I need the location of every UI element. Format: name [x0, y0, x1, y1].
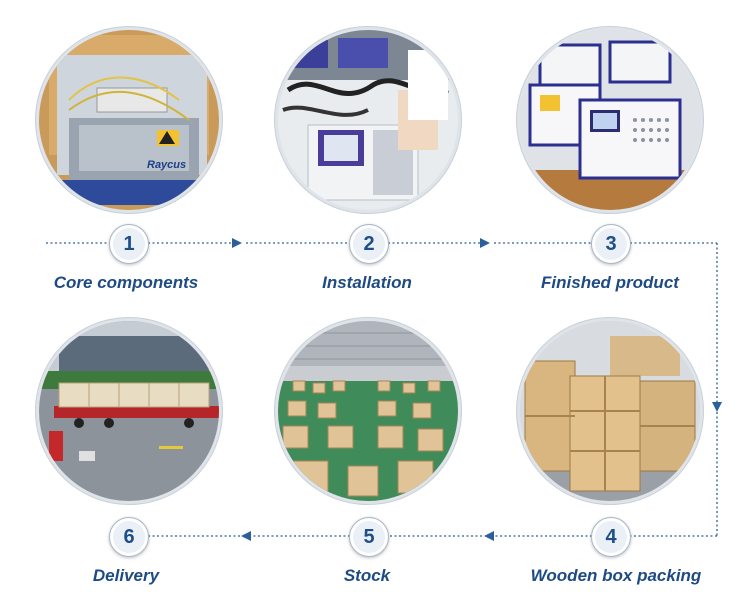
- raycus-brand-text: Raycus: [147, 159, 186, 171]
- step-1-label: Core components: [53, 273, 199, 292]
- arrow-down-icon: [712, 402, 722, 412]
- step-1-badge: 1: [109, 224, 149, 264]
- step-5-badge: 5: [349, 517, 389, 557]
- step-3-badge: 3: [591, 224, 631, 264]
- arrow-left-icon: [484, 531, 494, 541]
- photo-wooden-box-packing: [517, 318, 703, 504]
- photo-stock: [275, 318, 461, 504]
- arrow-right-icon: [232, 238, 242, 248]
- photo-delivery: [36, 318, 222, 504]
- arrow-left-icon: [241, 531, 251, 541]
- photo-finished-product: [517, 27, 703, 213]
- step-4-label: Wooden box packing: [530, 566, 702, 585]
- step-5-label: Stock: [343, 566, 391, 585]
- step-4-badge: 4: [591, 517, 631, 557]
- photo-core-components: Raycus: [36, 27, 222, 213]
- arrow-right-icon: [480, 238, 490, 248]
- step-2-label: Installation: [322, 273, 412, 292]
- step-6-label: Delivery: [92, 566, 160, 585]
- photo-installation: [275, 27, 461, 213]
- step-2-badge: 2: [349, 224, 389, 264]
- step-3-label: Finished product: [541, 273, 679, 292]
- step-6-badge: 6: [109, 517, 149, 557]
